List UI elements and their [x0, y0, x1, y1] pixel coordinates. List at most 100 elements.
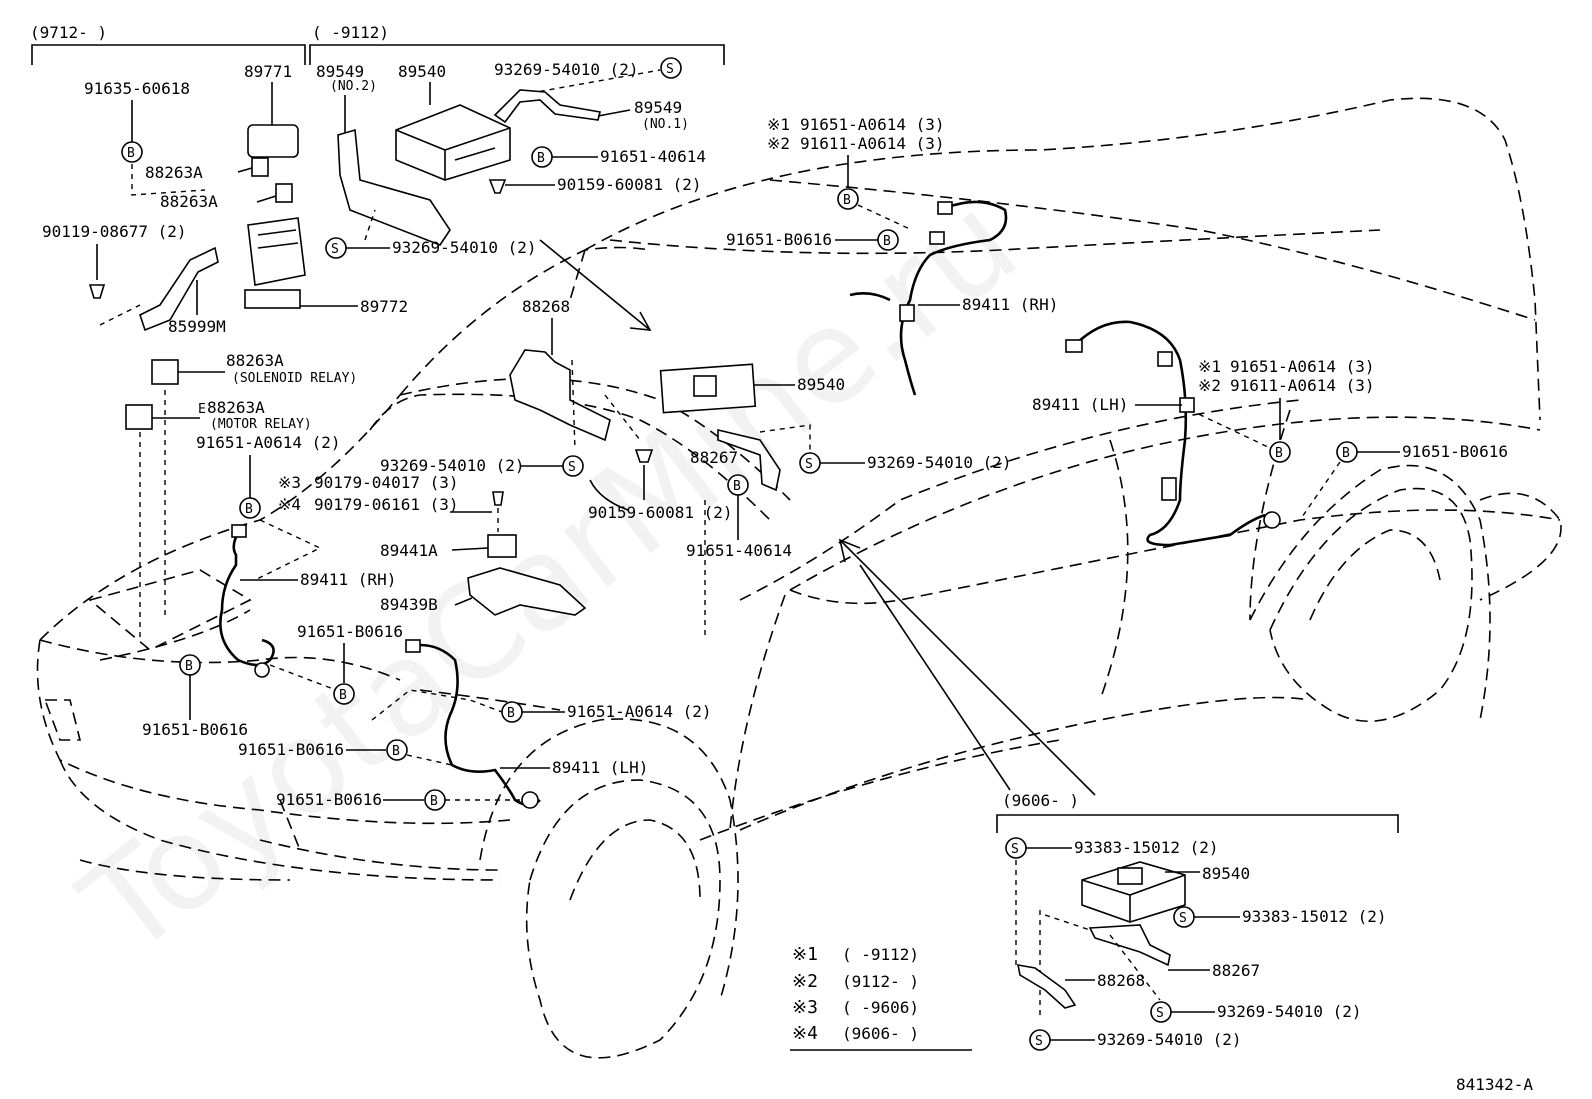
car-body-outline	[36, 97, 1562, 1059]
label-89771: 89771	[244, 62, 292, 81]
screw-symbol-later-d: S	[1035, 1034, 1043, 1049]
sensor-head-rear-lh	[1263, 511, 1281, 529]
label-91651-a0614-rear-b: 91651-A0614 (3)	[1230, 357, 1375, 376]
label-93383-a: 93383-15012 (2)	[1074, 838, 1219, 857]
bolt-callout-rear-b	[877, 229, 899, 251]
ecu-89540-later-label-plate	[1117, 867, 1143, 885]
label-91611-a0614-rear-b: 91611-A0614 (3)	[1230, 376, 1375, 395]
label-88263a-1: 88263A	[145, 163, 203, 182]
bracket-88267-later	[1088, 924, 1171, 967]
label-91651-a0614-lh: 91651-A0614 (2)	[567, 702, 712, 721]
bracket-88268-later	[1016, 964, 1077, 1009]
rear-sensor-group: ※1 91651-A0614 (3) ※2 91611-A0614 (3) B …	[726, 115, 1508, 547]
bolt-symbol-40614: B	[537, 151, 545, 166]
label-85999m: 85999M	[168, 317, 226, 336]
ecu-mid-group: 88268 89540 90159-60081 (2) 93269-54010 …	[380, 297, 1012, 640]
bolt-callout	[121, 141, 143, 163]
clip-rear-lh-c	[1161, 477, 1177, 501]
legend-mark-1: ※1	[792, 944, 818, 965]
note-1-mark-a: ※1	[767, 115, 790, 134]
bolt-symbol-rear-b: B	[883, 234, 891, 249]
bolt-symbol-rear-a: B	[843, 193, 851, 208]
screw-callout-top	[660, 57, 682, 79]
period-label-a: (9712- )	[30, 23, 107, 42]
label-89411-rh-rear: 89411 (RH)	[962, 295, 1058, 314]
label-91651-b0616-rear: 91651-B0616	[1402, 442, 1508, 461]
sensor-harness-rear-rh	[899, 200, 1008, 396]
label-91611-a0614-rear-a: 91611-A0614 (3)	[800, 134, 945, 153]
connector-rear-rh-a	[937, 201, 953, 215]
label-93269-later-b: 93269-54010 (2)	[1097, 1030, 1242, 1049]
period-box-b: ( -9112)	[309, 23, 725, 65]
period-box-a: (9712- )	[30, 23, 306, 65]
screw-90159-mid	[634, 449, 654, 463]
screw-callout-mid	[562, 455, 584, 477]
screw-symbol-mid-r: S	[805, 457, 813, 472]
label-89540-top: 89540	[398, 62, 446, 81]
bolt-symbol-mid: B	[733, 479, 741, 494]
ecu-89540-later	[1081, 861, 1186, 923]
relay-cover-89771	[247, 124, 299, 158]
screw-symbol-later-a: S	[1011, 842, 1019, 857]
label-89411-rh-front: 89411 (RH)	[300, 570, 396, 589]
clip-rear-lh-b	[1179, 397, 1195, 413]
connector-front-lh	[405, 639, 421, 653]
legend-range-1: ( -9112)	[842, 945, 919, 964]
legend-mark-2: ※2	[792, 971, 818, 992]
label-88268-later: 88268	[1097, 971, 1145, 990]
legend-range-4: (9606- )	[842, 1024, 919, 1043]
note-2-mark-a: ※2	[767, 134, 790, 153]
label-89411-lh-front: 89411 (LH)	[552, 758, 648, 777]
screw-90119	[88, 284, 106, 299]
bracket-88267-mid	[717, 428, 781, 492]
motor-prefix: E	[198, 402, 206, 417]
bolt-callout-rear-a	[837, 188, 859, 210]
sensor-harness-rear-lh	[1074, 320, 1266, 547]
bolt-callout-b0616-c	[386, 739, 408, 761]
label-88263a-2: 88263A	[160, 192, 218, 211]
ecu-top-group: 89549 (NO.2) 89540 93269-54010 (2) S 895…	[316, 57, 706, 259]
label-91651-40614-mid: 91651-40614	[686, 541, 792, 560]
label-93269-later-a: 93269-54010 (2)	[1217, 1002, 1362, 1021]
label-91651-b0616-rear-rh: 91651-B0616	[726, 230, 832, 249]
bolt-symbol-b0616-b: B	[185, 659, 193, 674]
label-91651-b0616-c: 91651-B0616	[238, 740, 344, 759]
label-93269-top: 93269-54010 (2)	[494, 60, 639, 79]
bracket-89439b	[467, 567, 587, 616]
sensor-head-front-rh	[254, 662, 270, 678]
relay-88263a-2	[275, 183, 293, 203]
bolt-callout-rear-c	[1269, 441, 1291, 463]
label-89540-mid: 89540	[797, 375, 845, 394]
arrow-to-later-ecu	[839, 539, 1096, 796]
screw-symbol-lower: S	[331, 242, 339, 257]
bracket-89549-no1	[493, 89, 601, 124]
label-motor-relay-no: 88263A	[207, 398, 265, 417]
connector-rear-rh-b	[929, 231, 945, 245]
motor-relay	[125, 404, 153, 430]
bolt-symbol-a0614-lh: B	[507, 706, 515, 721]
bracket-88268-mid	[509, 349, 611, 442]
sensor-head-front-lh	[521, 791, 539, 809]
label-88267-mid: 88267	[690, 448, 738, 467]
motor-relay-group: E 88263A (MOTOR RELAY)	[125, 390, 312, 640]
bolt-callout-b0616-a	[333, 683, 355, 705]
bracket-85999m	[139, 246, 219, 332]
label-90159-60081-mid: 90159-60081 (2)	[588, 503, 733, 522]
label-motor-relay: (MOTOR RELAY)	[210, 417, 312, 432]
label-89441a: 89441A	[380, 541, 438, 560]
label-91651-b0616-d: 91651-B0616	[276, 790, 382, 809]
bolt-symbol-rear-d: B	[1342, 446, 1350, 461]
bolt-symbol-b0616-c: B	[392, 744, 400, 759]
label-89772: 89772	[360, 297, 408, 316]
period-label-b: ( -9112)	[312, 23, 389, 42]
bolt-symbol-b0616-a: B	[339, 688, 347, 703]
clip-rear-rh	[899, 304, 915, 322]
note-2-mark-b: ※2	[1198, 376, 1221, 395]
label-91651-40614-top: 91651-40614	[600, 147, 706, 166]
bolt-symbol-front: B	[245, 502, 253, 517]
legend: ※1 ( -9112) ※2 (9112- ) ※3 ( -9606) ※4 (…	[790, 944, 972, 1051]
legend-mark-3: ※3	[792, 997, 818, 1018]
connector-front-rh	[231, 524, 247, 538]
relay-block-body	[247, 217, 306, 286]
sensor-89441a	[487, 534, 517, 558]
